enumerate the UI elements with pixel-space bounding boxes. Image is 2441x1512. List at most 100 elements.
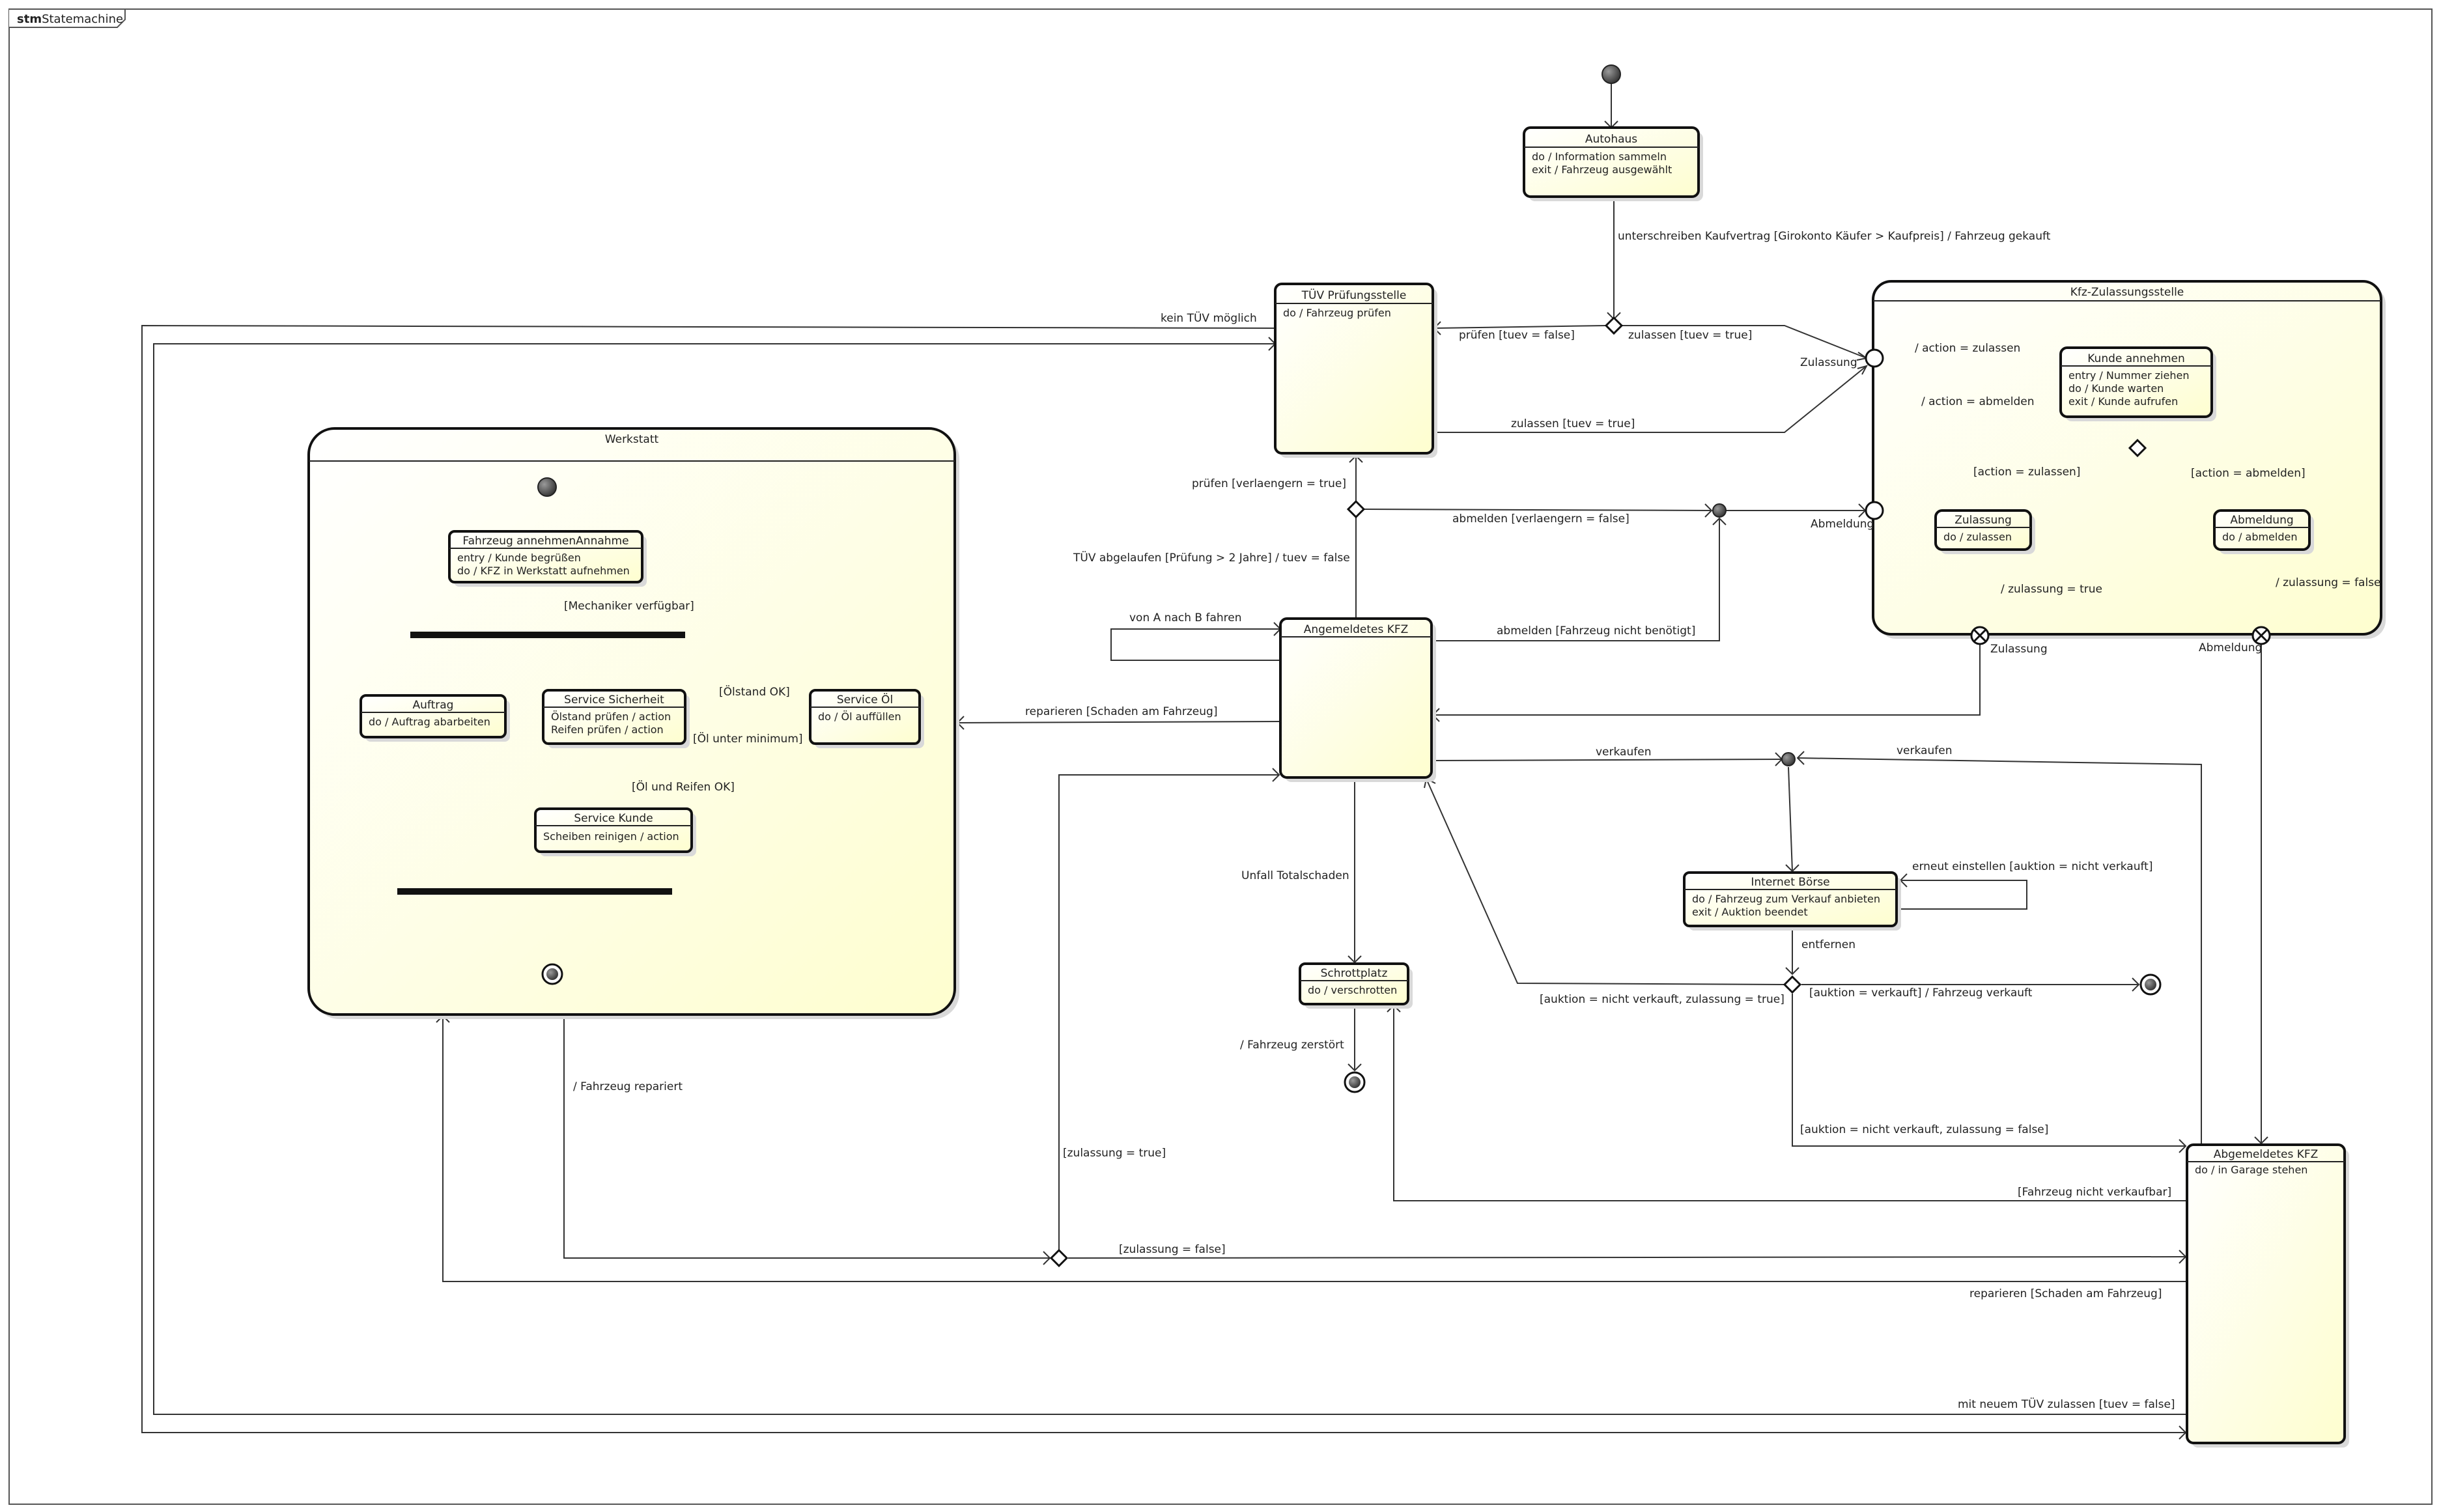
transition-label: zulassen [tuev = true]	[1511, 417, 1635, 430]
transition-label: [auktion = verkauft] / Fahrzeug verkauft	[1809, 987, 2033, 1000]
state-line: do / zulassen	[1943, 531, 2012, 543]
state-name: TÜV Prüfungsstelle	[1301, 288, 1407, 302]
frame-title: stmStatemachine	[17, 12, 123, 26]
transition-label: / Fahrzeug repariert	[573, 1080, 683, 1093]
edge-self-loop	[1110, 628, 1280, 661]
transition-label: / action = abmelden	[1921, 395, 2035, 408]
edge-kein-tuev	[141, 324, 2186, 1433]
state-line: do / Fahrzeug zum Verkauf anbieten	[1692, 893, 1880, 905]
state-internet-boerse[interactable]: Internet Börse do / Fahrzeug zum Verkauf…	[1683, 871, 1901, 931]
state-fahrzeug-annehmen[interactable]: Fahrzeug annehmenAnnahme entry / Kunde b…	[448, 530, 647, 587]
state-line: entry / Nummer ziehen	[2068, 369, 2189, 382]
state-name: Autohaus	[1585, 133, 1637, 146]
state-zulassung[interactable]: Zulassung do / zulassen	[1934, 509, 2035, 554]
transition-label: zulassen [tuev = true]	[1628, 329, 1752, 342]
state-autohaus[interactable]: Autohaus do / Information sammeln exit /…	[1523, 126, 1703, 201]
state-line: do / KFZ in Werkstatt aufnehmen	[457, 565, 630, 577]
transition-label: [action = abmelden]	[2191, 467, 2306, 480]
transition-label: reparieren [Schaden am Fahrzeug]	[1969, 1287, 2162, 1300]
fork-bar	[410, 632, 685, 638]
transition-label: [auktion = nicht verkauft, zulassung = f…	[1800, 1123, 2048, 1136]
transition-label: kein TÜV möglich	[1161, 311, 1257, 325]
entry-label: Abmeldung	[1811, 518, 1874, 531]
choice-node	[1783, 975, 1802, 994]
state-line: do / in Garage stehen	[2195, 1164, 2307, 1176]
state-service-oel[interactable]: Service Öl do / Öl auffüllen	[809, 689, 924, 748]
transition-label: [Fahrzeug nicht verkaufbar]	[2018, 1186, 2171, 1199]
state-auftrag[interactable]: Auftrag do / Auftrag abarbeiten	[360, 694, 510, 742]
state-angemeldetes-kfz[interactable]: Angemeldetes KFZ	[1279, 617, 1436, 782]
transition-label: verkaufen	[1596, 746, 1651, 759]
state-name: Schrottplatz	[1321, 967, 1388, 980]
edge-werkstatt-choice5	[563, 1016, 1050, 1259]
transition-label: prüfen [tuev = false]	[1459, 329, 1575, 342]
transition-label: [Öl unter minimum]	[693, 731, 803, 746]
exit-label: Zulassung	[1990, 643, 2048, 656]
state-line: do / Auftrag abarbeiten	[369, 716, 490, 728]
edge-choice-zulassung	[1622, 325, 1867, 359]
state-line: exit / Kunde aufrufen	[2068, 395, 2178, 408]
state-tuev[interactable]: TÜV Prüfungsstelle do / Fahrzeug prüfen	[1274, 283, 1437, 458]
state-line: Scheiben reinigen / action	[543, 830, 679, 843]
state-name: Abmeldung	[2230, 514, 2293, 527]
state-name: Service Sicherheit	[564, 693, 664, 707]
state-service-kunde[interactable]: Service Kunde Scheiben reinigen / action	[534, 807, 696, 856]
transition-label: reparieren [Schaden am Fahrzeug]	[1025, 705, 1217, 718]
transition-label: erneut einstellen [auktion = nicht verka…	[1912, 860, 2152, 873]
state-name: Angemeldetes KFZ	[1304, 623, 1409, 636]
state-name: Abgemeldetes KFZ	[2214, 1148, 2319, 1161]
junction-node	[1712, 503, 1727, 518]
junction-node	[1781, 752, 1796, 766]
state-line: exit / Auktion beendet	[1692, 906, 1808, 918]
state-line: do / verschrotten	[1308, 984, 1397, 996]
choice-node	[1049, 1248, 1069, 1268]
transition-label: [Ölstand OK]	[719, 684, 790, 699]
edge-boerse-self	[1900, 880, 2027, 910]
state-kunde-annehmen[interactable]: Kunde annehmen entry / Nummer ziehen do …	[2059, 346, 2216, 421]
transition-label: abmelden [verlaengern = false]	[1452, 512, 1630, 525]
choice-node	[2128, 438, 2147, 458]
state-name: Kunde annehmen	[2087, 352, 2185, 365]
transition-label: [Öl und Reifen OK]	[632, 779, 735, 794]
transition-label: verkaufen	[1897, 744, 1952, 757]
exit-label: Abmeldung	[2199, 641, 2262, 654]
edge-choice-tuev	[1433, 325, 1607, 329]
transition-label: / action = zulassen	[1915, 342, 2020, 355]
diagram-frame	[8, 8, 2433, 1505]
state-line: do / Information sammeln	[1532, 150, 1667, 163]
transition-label: Unfall Totalschaden	[1241, 869, 1349, 882]
edge-abgemeldet-verkaufen	[1797, 757, 2202, 1143]
transition-label: [auktion = nicht verkauft, zulassung = t…	[1540, 993, 1785, 1006]
edge-choice4-abgemeldet	[1792, 994, 2186, 1147]
transition-label: [zulassung = false]	[1119, 1243, 1226, 1256]
choice-node	[1346, 499, 1366, 519]
state-line: exit / Fahrzeug ausgewählt	[1532, 163, 1672, 176]
transition-label: / zulassung = true	[2001, 583, 2102, 596]
edge-angemeldet-junction	[1434, 518, 1720, 641]
state-line: do / abmelden	[2222, 531, 2297, 543]
transition-label: [Mechaniker verfügbar]	[564, 600, 694, 613]
transition-label: prüfen [verlaengern = true]	[1192, 477, 1346, 490]
edge-abgemeldet-schrott	[1393, 1005, 2186, 1201]
final-node	[1344, 1071, 1366, 1093]
final-node	[541, 963, 563, 985]
entry-point-abmeldung	[1865, 501, 1884, 520]
edge-angemeldet-werkstatt	[957, 721, 1280, 723]
join-bar	[397, 888, 672, 895]
state-abmeldung[interactable]: Abmeldung do / abmelden	[2213, 509, 2314, 554]
state-line: entry / Kunde begrüßen	[457, 552, 581, 564]
transition-label: abmelden [Fahrzeug nicht benötigt]	[1497, 624, 1695, 637]
edge-choice5-abgemeldet	[1067, 1256, 2186, 1259]
choice-node	[1604, 316, 1624, 335]
state-abgemeldetes-kfz[interactable]: Abgemeldetes KFZ do / in Garage stehen	[2186, 1143, 2349, 1448]
initial-node	[1601, 64, 1621, 84]
state-name: Kfz-Zulassungsstelle	[2070, 286, 2184, 299]
state-schrottplatz[interactable]: Schrottplatz do / verschrotten	[1299, 962, 1413, 1009]
transition-label: / zulassung = false	[2276, 576, 2381, 589]
transition-label: / Fahrzeug zerstört	[1240, 1039, 1344, 1052]
frame-tab	[9, 8, 126, 28]
state-service-sicherheit[interactable]: Service Sicherheit Ölstand prüfen / acti…	[542, 689, 690, 748]
entry-point-zulassung	[1865, 348, 1884, 368]
edge-abgemeldet-werkstatt	[442, 1016, 2186, 1282]
